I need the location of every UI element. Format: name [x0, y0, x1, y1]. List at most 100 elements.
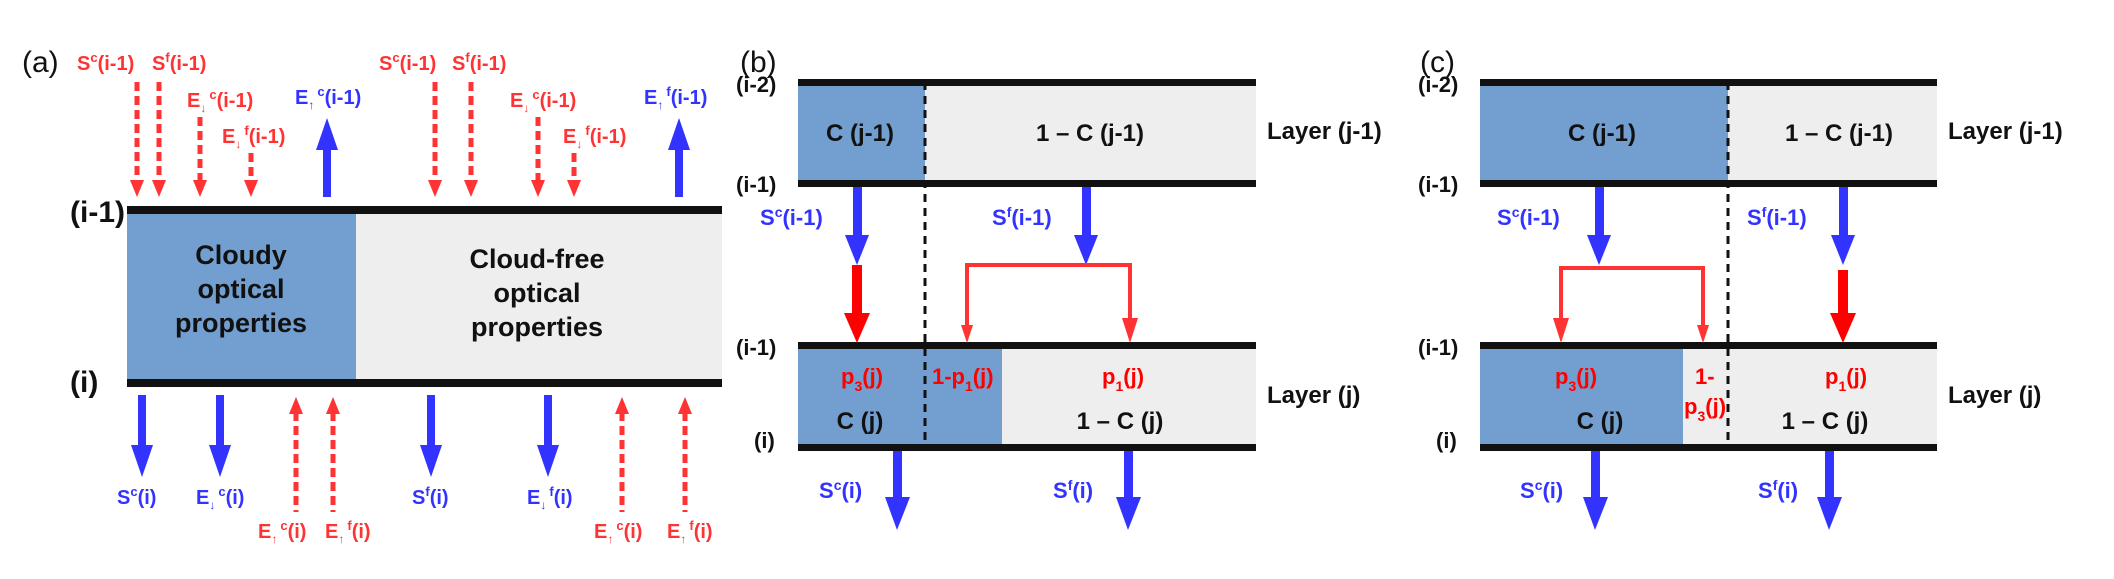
prob-labels: p3(j) 1-p1(j) p1(j) — [841, 364, 1144, 394]
layer-j-1-label: Layer (j-1) — [1948, 118, 2063, 145]
bar-i — [798, 444, 1256, 451]
level-top-bar — [127, 206, 722, 214]
level-i-1-upper: (i-1) — [736, 172, 776, 197]
arrowhead — [1116, 497, 1141, 530]
bar-i — [1480, 444, 1937, 451]
label-edf-top-left: E↓f(i-1) — [222, 123, 285, 151]
arrowhead — [1831, 235, 1855, 265]
upper-cloudfree-text: 1 – C (j-1) — [1785, 120, 1893, 147]
cloud-free-region — [356, 210, 722, 383]
p3-label: p3(j) — [1555, 364, 1597, 394]
arrow-sf-bottom — [1825, 451, 1834, 499]
arrow-up-icon: ↑ — [680, 532, 686, 546]
arrow-up-icon: ↑ — [607, 532, 613, 546]
solid-arrow-euf-top — [675, 148, 683, 197]
label-sc-bottom: Sc(i) — [117, 484, 156, 509]
label-sf-top-left: Sf(i-1) — [152, 50, 206, 75]
cloudy-text: Cloudy optical properties — [175, 240, 307, 338]
level-i-1-lower: (i-1) — [736, 335, 776, 360]
arrowhead — [464, 180, 478, 197]
bracket-split-arrow — [965, 263, 1132, 334]
arrowhead — [428, 180, 442, 197]
panel-b: (b) (i-2) (i-1) (i-1) (i) C (j-1) 1 – C … — [736, 46, 1382, 530]
arrowhead — [845, 235, 869, 265]
solid-arrow-sc-bottom — [138, 395, 146, 447]
label-sc-top-right: Sc(i-1) — [379, 50, 436, 75]
arrow-down-icon: ↓ — [576, 137, 582, 151]
label-edf-bottom: E↓f(i) — [527, 484, 573, 512]
arrowhead — [1074, 235, 1098, 265]
arrowhead — [209, 445, 231, 477]
arrowhead — [668, 118, 690, 150]
label-euf-bottom-left: E↑f(i) — [325, 518, 371, 546]
bar-i-2 — [1480, 79, 1937, 86]
arrowhead — [678, 397, 692, 414]
arrowhead — [615, 397, 629, 414]
arrowhead — [420, 445, 442, 477]
layer-j-label: Layer (j) — [1948, 382, 2041, 409]
flux-labels: Sc(i-1) Sf(i-1) Sc(i) Sf(i) — [760, 204, 1093, 503]
upper-cloudfree-region — [1728, 82, 1937, 183]
label-sc-top: Sc(i-1) — [1497, 204, 1560, 230]
cloudy-line-2: optical — [197, 274, 284, 304]
cloudfree-line-3: properties — [471, 312, 603, 342]
one-minus-label: 1- — [1695, 364, 1715, 389]
arrow-up-icon: ↑ — [657, 98, 663, 112]
top-arrows-cloudy — [130, 82, 338, 197]
arrowhead — [193, 180, 207, 197]
p1-label: p1(j) — [1825, 364, 1867, 394]
level-label-bottom: (i) — [70, 366, 98, 399]
panel-c-tag: (c) — [1420, 46, 1455, 79]
lower-cloudy-region — [798, 345, 1002, 448]
upper-cloudfree-region — [925, 82, 1256, 183]
cloudfree-text: Cloud-free optical properties — [470, 244, 605, 342]
arrow-up-icon: ↑ — [271, 532, 277, 546]
bar-i-1-upper — [1480, 180, 1937, 187]
layer-j-1-label: Layer (j-1) — [1267, 118, 1382, 145]
level-i: (i) — [754, 428, 775, 453]
arrow-sf-top — [1839, 187, 1848, 237]
arrowhead — [244, 180, 258, 197]
solid-arrow-edc-bottom — [216, 395, 224, 447]
arrow-down-icon: ↓ — [523, 101, 529, 115]
arrowhead — [316, 118, 338, 150]
arrowhead — [537, 445, 559, 477]
bottom-labels: Sc(i) E↓c(i) E↑c(i) E↑f(i) Sf(i) E↓f(i) … — [117, 484, 713, 546]
arrow-down-icon: ↓ — [200, 101, 206, 115]
level-i-2: (i-2) — [1418, 72, 1458, 97]
arrowhead — [131, 445, 153, 477]
bracket-split-arrow — [1559, 266, 1705, 334]
label-euc-bottom-left: E↑c(i) — [258, 518, 306, 546]
arrow-sc-bottom — [893, 451, 902, 499]
layer-j-label: Layer (j) — [1267, 382, 1360, 409]
lower-cloudfree-text: 1 – C (j) — [1782, 408, 1869, 435]
solid-arrow-edf-bottom — [544, 395, 552, 447]
label-sf-bottom: Sf(i) — [1053, 477, 1093, 503]
label-sc-top: Sc(i-1) — [760, 204, 823, 230]
bottom-arrows — [131, 395, 692, 512]
arrow-down-icon: ↓ — [235, 137, 241, 151]
arrowhead — [1122, 318, 1138, 343]
label-euc-bottom-right: E↑c(i) — [594, 518, 642, 546]
label-euc-top: E↑c(i-1) — [295, 84, 361, 112]
panel-a: (a) (i-1) (i) Cloudy optical properties … — [22, 46, 722, 546]
arrow-up-icon: ↑ — [308, 98, 314, 112]
level-i-1-upper: (i-1) — [1418, 172, 1458, 197]
level-bottom-bar — [127, 379, 722, 387]
arrow-sc-top — [1595, 187, 1604, 237]
arrowhead — [152, 180, 166, 197]
label-sc-top-left: Sc(i-1) — [77, 50, 134, 75]
layer-texts: C (j-1) 1 – C (j-1) C (j) 1 – C (j) — [826, 120, 1163, 435]
arrowhead — [567, 180, 581, 197]
upper-cloudy-region — [1480, 82, 1728, 183]
arrowhead — [1817, 497, 1842, 530]
arrow-down-icon: ↓ — [540, 498, 546, 512]
arrow-sf-top — [1082, 187, 1091, 237]
flux-arrows — [1553, 187, 1856, 530]
lower-cloudfree-region — [1002, 345, 1256, 448]
label-edf-top-right: E↓f(i-1) — [563, 123, 626, 151]
label-edc-top-left: E↓c(i-1) — [187, 87, 253, 115]
label-sf-top-right: Sf(i-1) — [452, 50, 506, 75]
cloudy-line-1: Cloudy — [195, 240, 287, 270]
label-edc-top-right: E↓c(i-1) — [510, 87, 576, 115]
